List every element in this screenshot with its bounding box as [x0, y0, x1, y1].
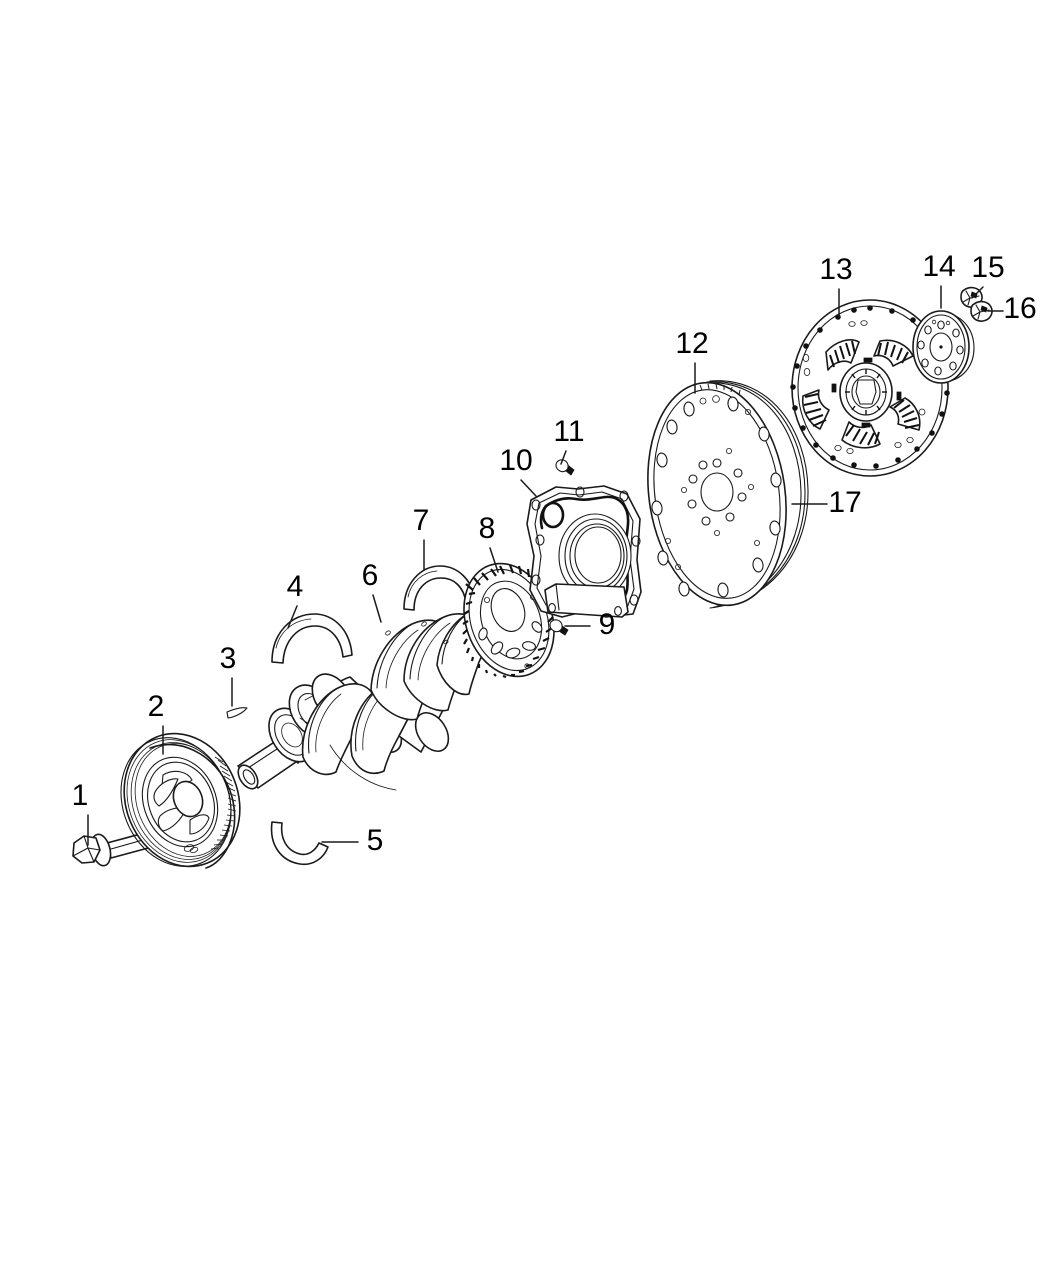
callout-number-8: 8: [479, 512, 496, 545]
callout-number-11: 11: [553, 415, 584, 448]
leader-4: [287, 605, 298, 629]
part-seal-retainer-screw: [555, 459, 575, 476]
leader-15: [971, 286, 984, 299]
leader-8: [489, 547, 499, 573]
leader-11: [560, 450, 567, 465]
callout-number-17: 17: [828, 486, 861, 519]
callout-number-10: 10: [499, 444, 532, 477]
part-flexplate-flywheel: [647, 380, 809, 609]
callout-number-2: 2: [148, 690, 165, 723]
callout-number-3: 3: [220, 642, 237, 675]
callout-number-14: 14: [922, 250, 955, 283]
callout-number-13: 13: [819, 253, 852, 286]
part-crankshaft-woodruff-key: [226, 707, 248, 719]
callout-layer: 1 2 3 4 5 6 7 8 9 10 11 12 13 14 15 16 1…: [72, 250, 1037, 857]
callout-number-15: 15: [971, 251, 1004, 284]
flexplate-bolt-holes: [651, 396, 782, 598]
callout-number-16: 16: [1003, 292, 1036, 325]
part-drive-plate-bolt-lower: [970, 300, 993, 322]
hub-plate-bolt-holes: [917, 319, 964, 376]
part-rear-main-seal-retainer-housing: [526, 485, 642, 618]
leader-10: [520, 479, 537, 497]
part-crankshaft-damper-bolt: [72, 831, 154, 867]
part-tone-wheel-screw: [549, 619, 569, 636]
part-crankshaft-damper-pulley: [120, 732, 241, 869]
callout-number-7: 7: [413, 504, 430, 537]
part-drive-hub-plate: [912, 310, 975, 384]
callout-number-9: 9: [599, 608, 616, 641]
damper-spring-packs: [801, 339, 921, 449]
part-torsional-damper-clutch-disc: [790, 299, 950, 477]
flexplate-hub-holes: [681, 447, 755, 537]
callout-number-6: 6: [362, 559, 379, 592]
callout-number-1: 1: [72, 779, 89, 812]
part-lower-main-bearing-half: [270, 821, 329, 866]
callout-number-4: 4: [287, 570, 304, 603]
callout-number-5: 5: [367, 824, 384, 857]
callout-number-12: 12: [675, 327, 708, 360]
leader-6: [372, 594, 382, 623]
